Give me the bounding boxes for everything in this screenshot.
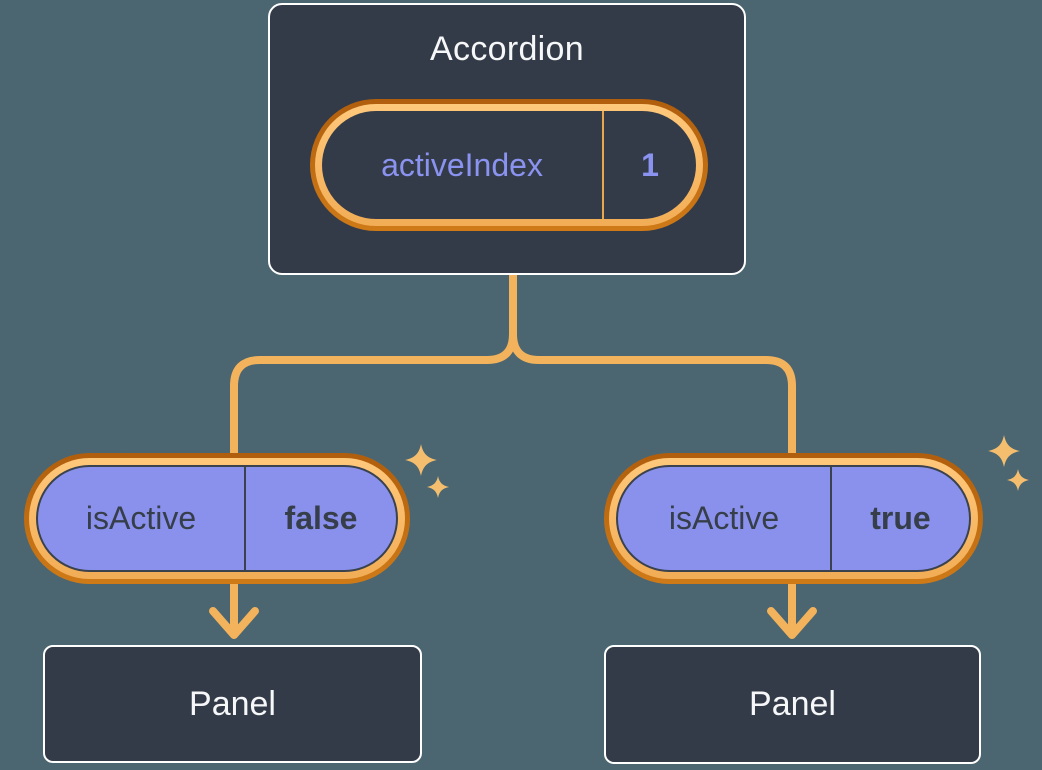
state-pill-isactive-right-body: isActive true xyxy=(616,465,971,572)
accordion-node-title: Accordion xyxy=(430,30,584,68)
state-pill-isactive-right: isActive true xyxy=(604,453,983,584)
state-value-label: true xyxy=(830,467,969,570)
panel-node-left: Panel xyxy=(43,645,422,763)
arrow-left-head-icon xyxy=(209,607,259,639)
state-pill-isactive-right-ring: isActive true xyxy=(609,458,978,579)
state-value-label: false xyxy=(244,467,396,570)
panel-node-left-title: Panel xyxy=(189,684,276,723)
state-name-label: isActive xyxy=(668,500,780,536)
branch-right-connector xyxy=(509,271,796,464)
sparkle-icon-left-large xyxy=(405,444,437,476)
state-name-label: isActive xyxy=(85,500,197,536)
panel-node-right-title: Panel xyxy=(749,685,836,723)
state-pill-activeindex: activeIndex 1 xyxy=(310,99,708,231)
arrow-right-head-icon xyxy=(767,607,817,639)
state-value-label: 1 xyxy=(602,111,696,219)
state-pill-activeindex-body: activeIndex 1 xyxy=(322,111,696,219)
panel-node-right: Panel xyxy=(604,645,981,764)
state-pill-isactive-left-ring: isActive false xyxy=(29,458,405,579)
state-name-label: activeIndex xyxy=(381,146,543,183)
sparkle-icon-right-small xyxy=(1007,469,1029,491)
state-pill-isactive-left: isActive false xyxy=(24,453,410,584)
sparkle-icon-left-small xyxy=(427,476,449,498)
sparkle-icon-right-large xyxy=(988,435,1020,467)
state-pill-isactive-left-body: isActive false xyxy=(36,465,398,572)
branch-left-connector xyxy=(230,271,517,464)
state-pill-activeindex-ring: activeIndex 1 xyxy=(315,104,703,226)
